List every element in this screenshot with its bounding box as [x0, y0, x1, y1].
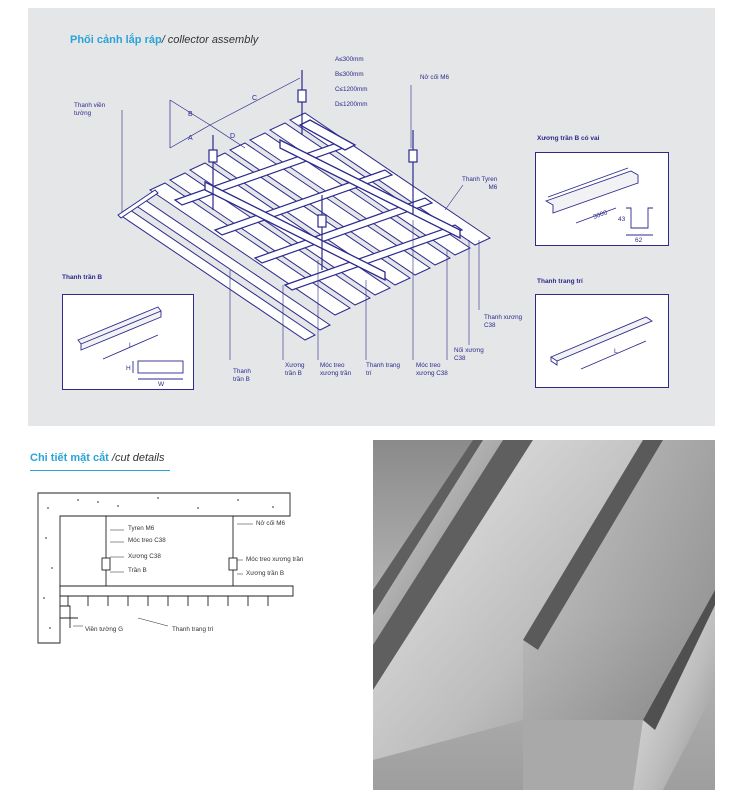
inset-carrier-title: Xương trần B có vai — [537, 135, 600, 142]
cut-title-vn: Chi tiết mặt cắt — [30, 452, 109, 464]
inset-panel-box: L H W — [62, 294, 194, 390]
assembly-drawing: B A C D — [117, 70, 492, 360]
cut-title-underline — [30, 470, 170, 471]
cut-drawing — [37, 492, 294, 644]
inset-carrier-box: 3000 43 62 — [535, 152, 669, 246]
carrier-b-w: 62 — [635, 237, 643, 244]
label-hanger-b: Móc treo xương trần — [320, 362, 352, 377]
cut-label-panel: Trần B — [128, 567, 147, 574]
panel-b-l: L — [129, 342, 133, 349]
leader-lines — [121, 85, 480, 360]
label-carrier-b: Xương trần B — [285, 362, 305, 377]
assembly-title: Phối cảnh lắp ráp/ collector assembly — [70, 34, 258, 46]
cut-title-en: /cut details — [111, 452, 165, 464]
cut-label-rod: Tyren M6 — [128, 525, 155, 532]
cut-label-carrier-b: Xương trần B — [246, 570, 285, 577]
assembly-title-en: / collector assembly — [161, 34, 259, 46]
label-main-c38: Thanh xương C38 — [484, 314, 523, 329]
carrier-b-h: 43 — [618, 216, 626, 223]
dim-a: A≤300mm — [335, 55, 364, 63]
label-wall-trim: Thanh viền tường — [74, 102, 106, 117]
c38-beams — [204, 119, 461, 282]
label-hanger-c38: Móc treo xương C38 — [416, 362, 448, 377]
panel-b-h: H — [126, 365, 131, 372]
cut-label-wall-trim: Viền tường G — [85, 626, 123, 633]
dimension-list: A≤300mm B≤300mm C≤1200mm D≤1200mm — [335, 48, 368, 116]
label-c38-joint: Nối xương C38 — [454, 347, 484, 362]
panel-b-w: W — [158, 381, 165, 388]
deco-bar-drawing: L — [550, 316, 653, 370]
metal-strips-image — [373, 440, 715, 790]
label-nut-m6: Nở cối M6 — [420, 74, 449, 81]
panel-b-drawing: L H W — [77, 306, 184, 388]
inset-deco-title: Thanh trang trí — [537, 278, 583, 285]
assembly-title-vn: Phối cảnh lắp ráp — [70, 34, 162, 46]
dim-d: D≤1200mm — [335, 100, 368, 108]
inset-deco-box: L — [535, 294, 669, 388]
cut-label-hanger-b: Móc treo xương trần — [246, 556, 304, 563]
dim-letter-b: B — [188, 111, 193, 118]
carrier-b-len: 3000 — [592, 209, 608, 221]
threaded-rods — [208, 70, 418, 270]
product-photo — [373, 440, 715, 790]
dimension-lines — [169, 77, 301, 149]
cut-title: Chi tiết mặt cắt /cut details — [30, 452, 165, 464]
label-panel-b: Thanh trần B — [233, 368, 251, 383]
dim-c: C≤1200mm — [335, 85, 368, 93]
label-rod-m6: Thanh Tyren M6 — [462, 176, 498, 191]
label-deco-bar: Thanh trang trí — [366, 362, 400, 377]
cut-label-deco: Thanh trang trí — [172, 626, 214, 633]
cut-label-nut: Nở cối M6 — [256, 520, 285, 527]
carrier-b-drawing: 3000 43 62 — [544, 167, 653, 244]
cut-label-hanger-c38: Móc treo C38 — [128, 537, 166, 544]
deco-bar-l: L — [614, 348, 618, 355]
dim-letter-a: A — [188, 135, 193, 142]
dim-b: B≤300mm — [335, 70, 364, 78]
dim-letter-c: C — [252, 95, 257, 102]
inset-panel-title: Thanh trần B — [62, 274, 103, 281]
cut-label-c38: Xương C38 — [128, 553, 161, 560]
dim-letter-d: D — [230, 133, 235, 140]
wall-trim — [117, 189, 159, 219]
